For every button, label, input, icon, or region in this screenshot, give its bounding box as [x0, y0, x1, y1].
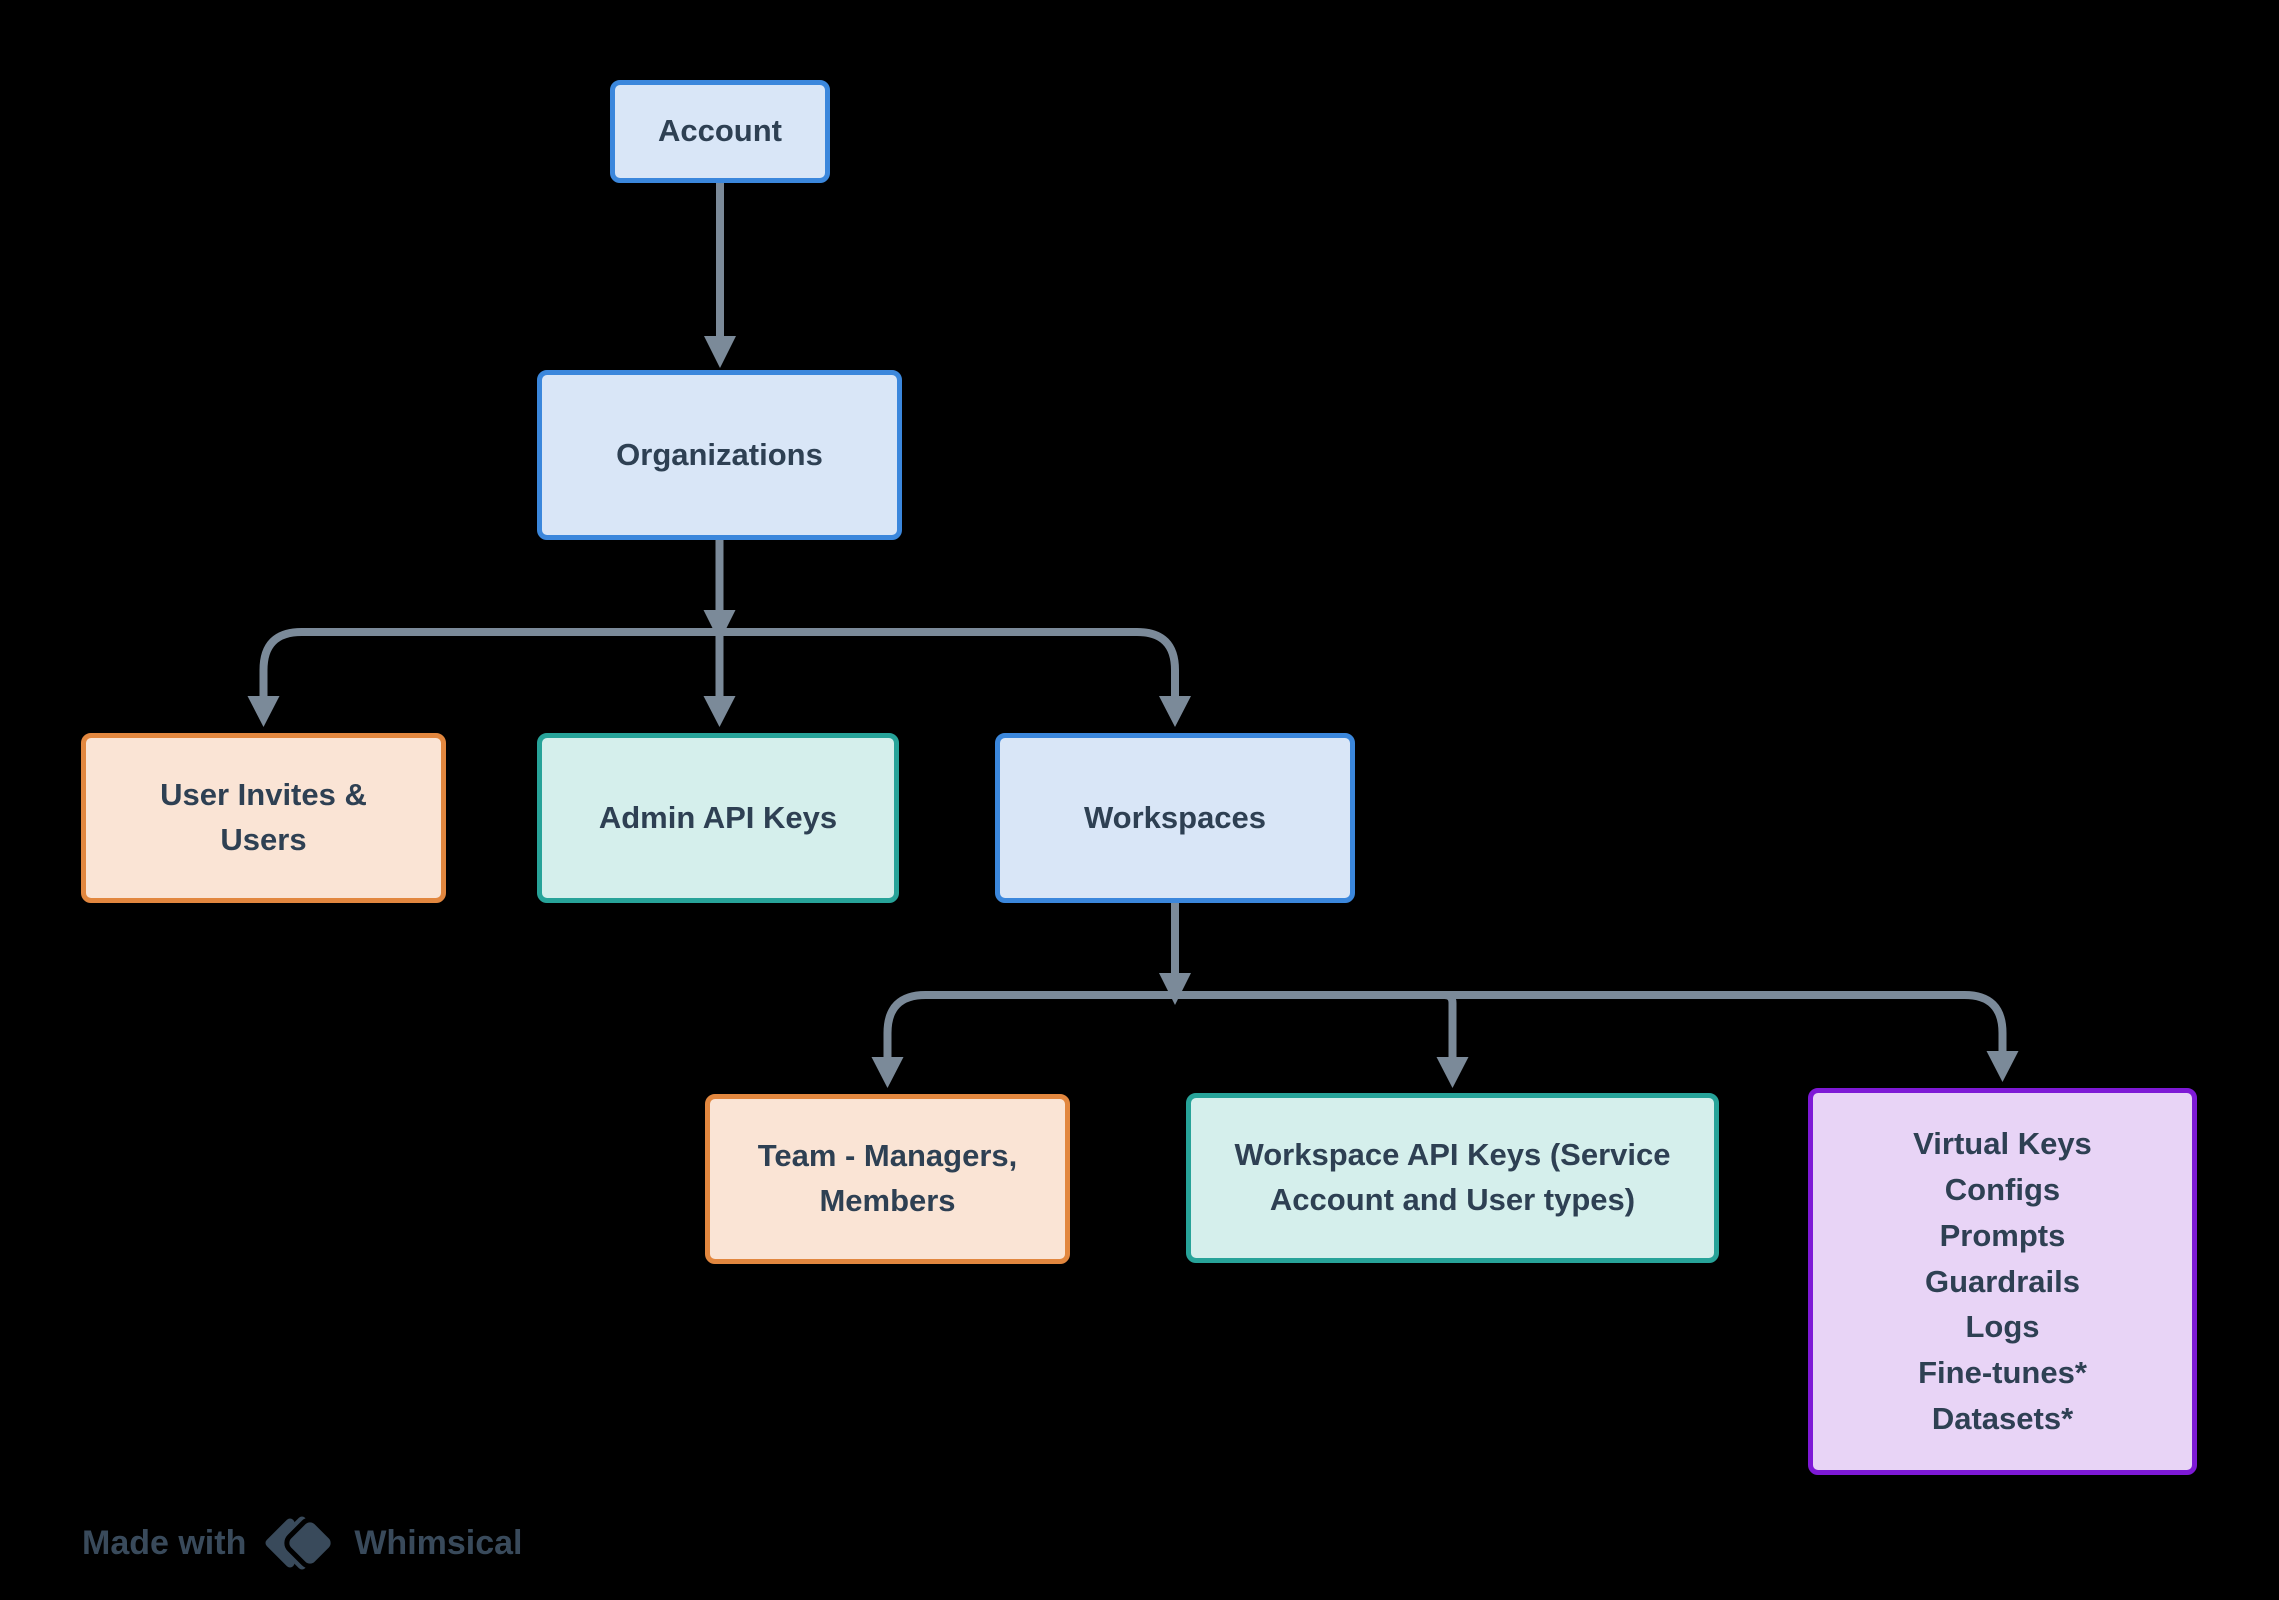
- watermark-made-with-text: Made with: [82, 1523, 247, 1562]
- edge-organizations-admin-api-keys: [703, 632, 736, 727]
- edge-organizations-workspaces: [719, 628, 1191, 727]
- node-team-label: Team - Managers, Members: [757, 1138, 1018, 1218]
- node-admin-api-keys-label: Admin API Keys: [598, 799, 838, 835]
- node-workspaces-label: Workspaces: [1083, 799, 1267, 835]
- node-user-invites-and-users: User Invites & Users: [81, 733, 446, 903]
- edge-workspaces-team: [871, 991, 1175, 1088]
- edge-organizations-trunk: [703, 540, 736, 642]
- node-team-managers-members: Team - Managers, Members: [705, 1094, 1070, 1264]
- node-admin-api-keys: Admin API Keys: [537, 733, 899, 903]
- node-user-invites-label: User Invites & Users: [160, 777, 367, 857]
- edge-workspaces-workspace-api-keys: [1175, 991, 1469, 1088]
- node-account: Account: [610, 80, 830, 183]
- edge-workspaces-trunk: [1159, 903, 1191, 1005]
- node-workspace-features-label: Virtual Keys Configs Prompts Guardrails …: [1913, 1125, 2092, 1437]
- node-organizations: Organizations: [537, 370, 902, 540]
- edge-account-organizations: [704, 183, 736, 368]
- node-workspace-api-keys: Workspace API Keys (Service Account and …: [1186, 1093, 1719, 1263]
- node-workspaces: Workspaces: [995, 733, 1355, 903]
- edge-workspaces-workspace-features: [1175, 991, 2019, 1082]
- node-organizations-label: Organizations: [616, 436, 823, 472]
- node-account-label: Account: [658, 113, 782, 149]
- edge-organizations-user-invites: [247, 628, 720, 727]
- whimsical-logo-icon: [265, 1516, 336, 1570]
- node-workspace-api-keys-label: Workspace API Keys (Service Account and …: [1234, 1137, 1671, 1217]
- node-workspace-features: Virtual Keys Configs Prompts Guardrails …: [1808, 1088, 2197, 1475]
- watermark-brand-text: Whimsical: [354, 1523, 523, 1562]
- whimsical-watermark[interactable]: Made with Whimsical: [82, 1510, 523, 1576]
